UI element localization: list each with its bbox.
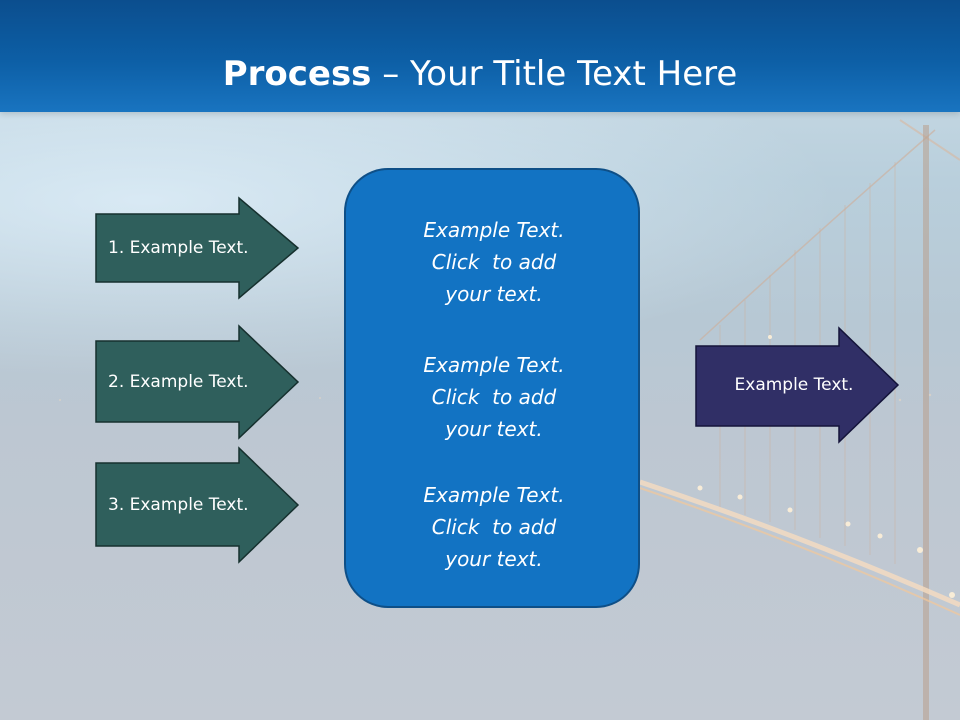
process-arrow-1[interactable]: 1. Example Text.	[94, 196, 300, 300]
process-arrow-2[interactable]: 2. Example Text.	[94, 324, 300, 440]
result-arrow[interactable]: Example Text.	[694, 326, 900, 444]
center-line: Click to add	[431, 515, 557, 539]
arrow-label: Example Text.	[734, 375, 854, 395]
center-text-item-2: Example Text. Click to add your text.	[346, 349, 642, 445]
center-text-item-3: Example Text. Click to add your text.	[346, 479, 642, 575]
title-bar	[0, 0, 960, 112]
center-line: Click to add	[431, 385, 557, 409]
arrow-shape	[95, 196, 300, 300]
arrow-shape	[95, 446, 300, 564]
arrow-shape	[95, 324, 300, 440]
center-line: your text.	[445, 547, 543, 571]
center-line: Click to add	[431, 250, 557, 274]
center-line: Example Text.	[423, 353, 565, 377]
title-bold: Process	[222, 54, 372, 94]
center-line: your text.	[445, 282, 543, 306]
title-text: – Your Title Text Here	[371, 54, 738, 94]
center-text-item-1: Example Text. Click to add your text.	[346, 214, 642, 310]
center-line: Example Text.	[423, 218, 565, 242]
arrow-shape	[695, 326, 900, 444]
arrow-label: 3. Example Text.	[108, 495, 249, 515]
center-text-box[interactable]: Example Text. Click to add your text. Ex…	[344, 168, 640, 608]
center-line: your text.	[445, 417, 543, 441]
slide-title[interactable]: Process – Your Title Text Here	[0, 52, 960, 96]
center-line: Example Text.	[423, 483, 565, 507]
arrow-label: 1. Example Text.	[108, 238, 249, 258]
arrow-label: 2. Example Text.	[108, 372, 249, 392]
process-arrow-3[interactable]: 3. Example Text.	[94, 446, 300, 564]
